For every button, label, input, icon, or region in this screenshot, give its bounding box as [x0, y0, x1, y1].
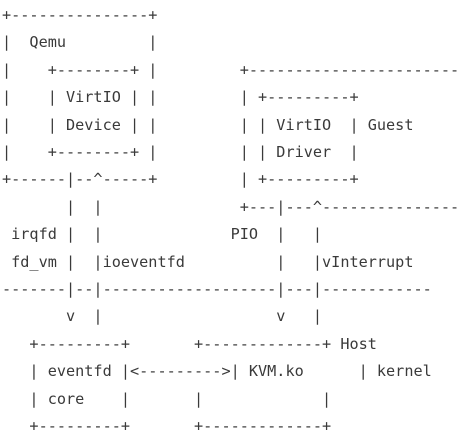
diagram-line-14: | eventfd |<--------->| KVM.ko | kernel: [2, 362, 432, 381]
diagram-line-16: +---------+ +-------------+: [2, 417, 332, 435]
diagram-line-5: | | Device | | | | VirtIO | Guest |: [2, 115, 459, 134]
diagram-line-11: -------|--|-------------------|---|-----…: [2, 280, 432, 298]
diagram-line-15: | core | | |: [2, 389, 332, 408]
diagram-line-3: | +--------+ | +-----------------------+: [2, 60, 459, 79]
diagram-line-9: irqfd | | PIO | |: [2, 225, 323, 244]
diagram-line-10: fd_vm | |ioeventfd | |vInterrupt: [2, 252, 414, 271]
diagram-line-1: +---------------+: [2, 6, 158, 24]
diagram-line-4: | | VirtIO | | | +---------+ |: [2, 88, 459, 107]
diagram-line-8: | | +---|---^---------------+: [2, 197, 459, 216]
diagram-line-2: | Qemu |: [2, 33, 158, 52]
diagram-line-6: | +--------+ | | | Driver | |: [2, 143, 459, 161]
diagram-line-12: v | v |: [2, 307, 323, 326]
diagram-line-13: +---------+ +-------------+ Host: [2, 334, 377, 353]
diagram-line-7: +------|--^-----+ | +---------+ |: [2, 170, 459, 189]
